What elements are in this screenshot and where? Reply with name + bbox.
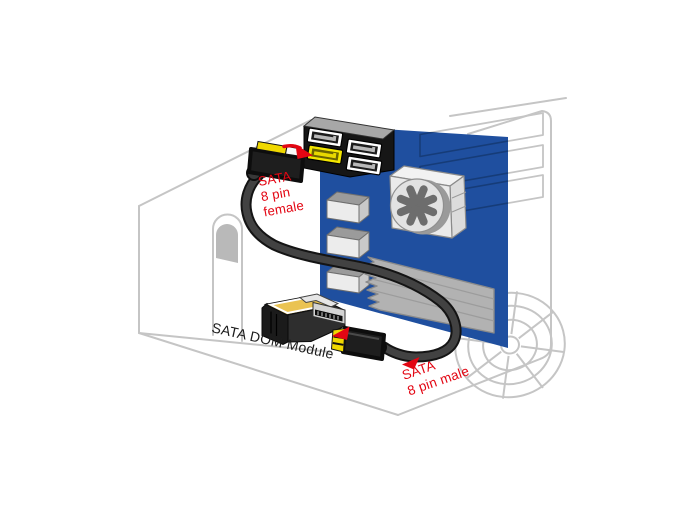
case-left-top-edge (138, 119, 312, 207)
label-sata-female-line3: female (262, 198, 305, 220)
arrows (282, 144, 420, 370)
case-top-back-edge (449, 97, 567, 117)
sata-port-icon (306, 127, 344, 148)
arrow-male-label (402, 357, 420, 370)
cpu-fan-icon (396, 185, 438, 226)
case-left-wall-base (138, 332, 332, 353)
arrow-male-to-module (332, 326, 350, 340)
component-box-1 (326, 191, 370, 224)
case-right-wall-edge (397, 110, 552, 416)
sata-dom-module (261, 293, 346, 346)
sata-port-icon (345, 155, 383, 176)
sata-cable (240, 169, 462, 363)
sata-port-block-top (302, 116, 396, 140)
sata-port-icon (345, 138, 383, 159)
label-sata-female-line2: 8 pin (260, 184, 292, 204)
arrow-female-to-port (282, 144, 313, 159)
bay-line-1 (419, 125, 508, 158)
component-box-2 (326, 226, 370, 259)
cable-tube-outline (212, 213, 243, 342)
sata-port-block (302, 116, 396, 178)
case-floor-front-left-edge (138, 332, 399, 416)
board-component-boxes (326, 191, 370, 294)
sata-female-connector (246, 140, 305, 183)
sata-port-yellow-highlight (306, 144, 344, 165)
computer-case-outline (138, 97, 567, 416)
sata-cable-body (242, 171, 460, 361)
label-sata-female: SATA 8 pin female (257, 168, 305, 220)
cable-tube-inner (216, 224, 238, 263)
sata-male-connector (330, 326, 387, 361)
cpu-cooler (389, 165, 467, 239)
label-sata-female-line1: SATA (257, 168, 292, 189)
